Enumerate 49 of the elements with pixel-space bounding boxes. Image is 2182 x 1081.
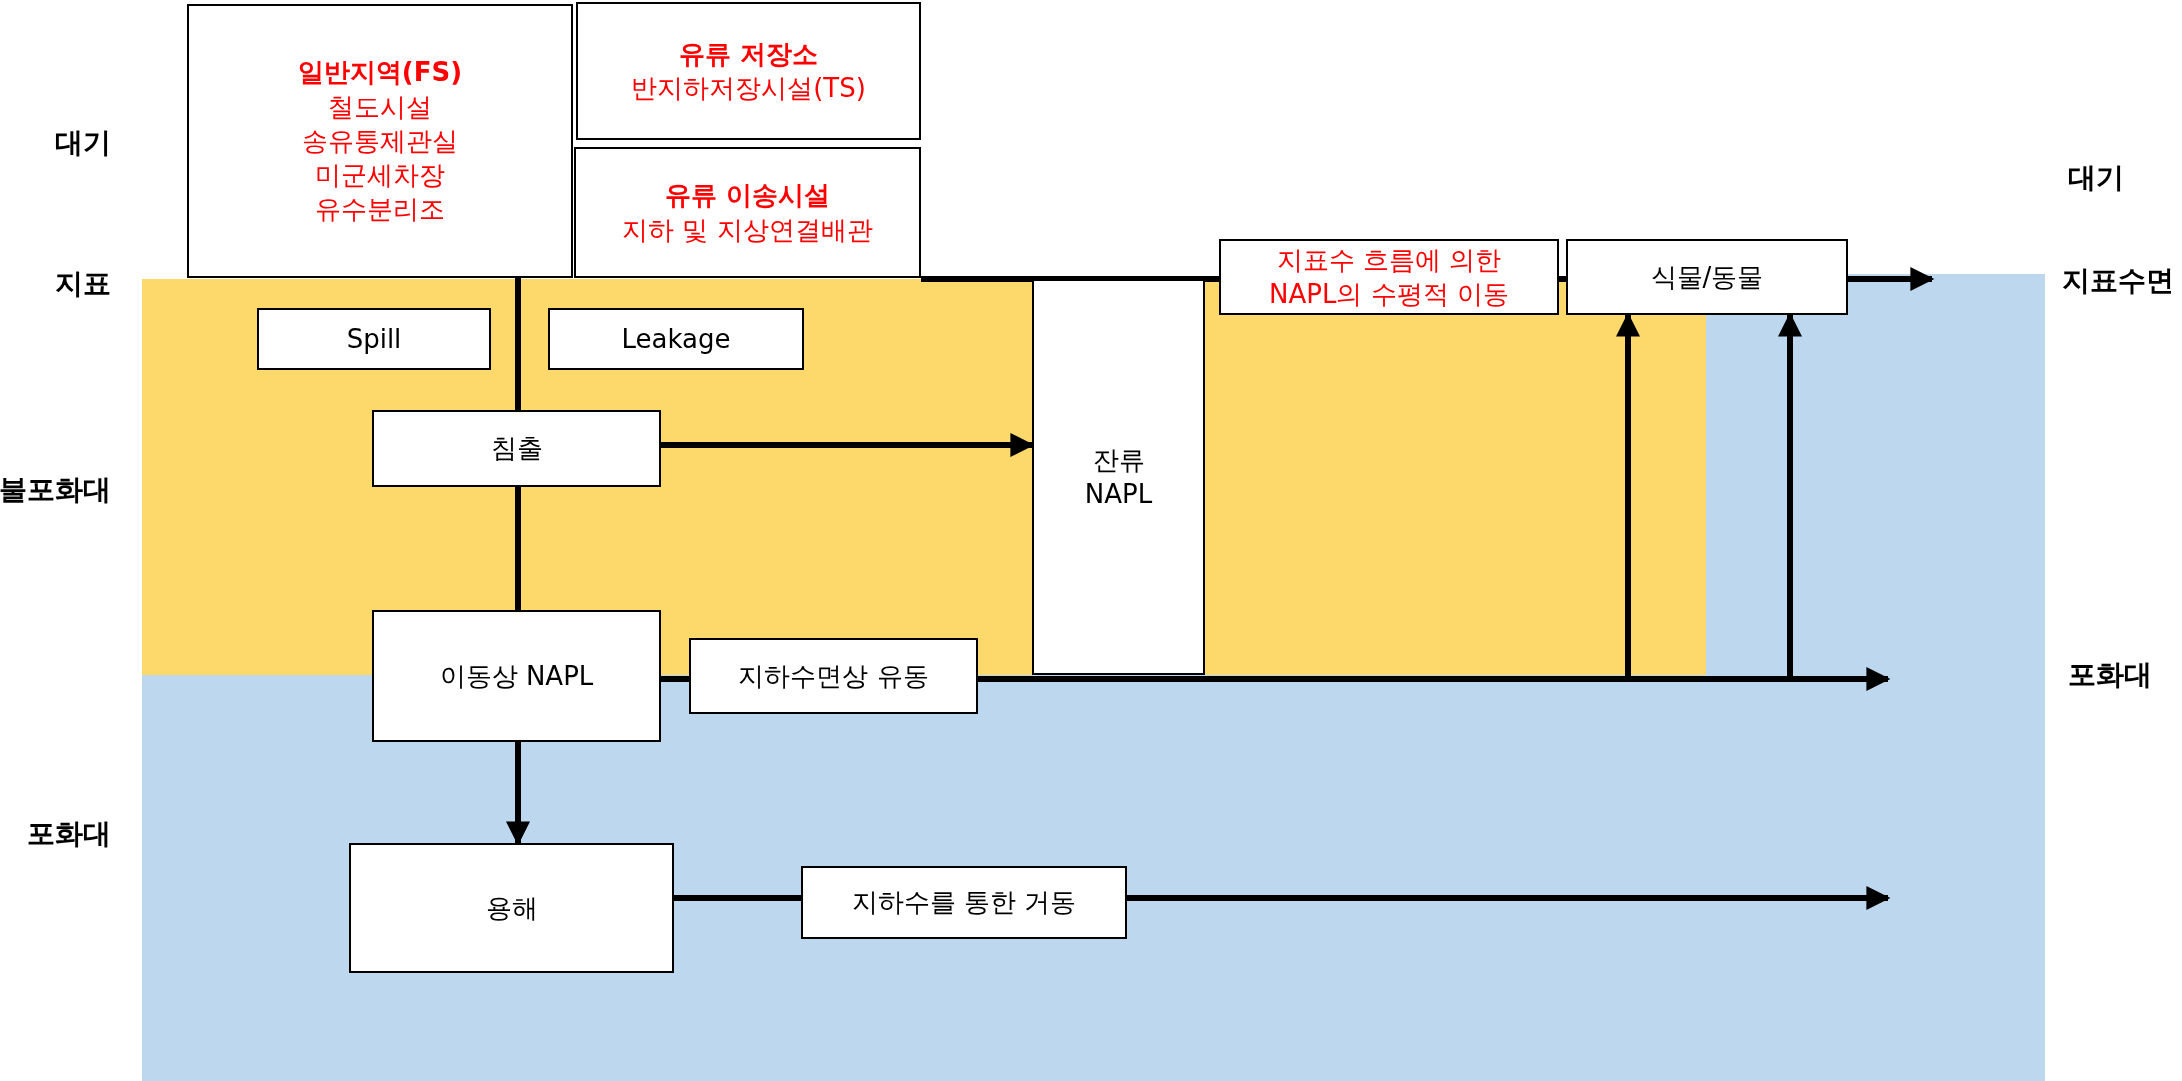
facility-text: 미군세차장 bbox=[315, 159, 445, 193]
layer-label: 대기 bbox=[55, 125, 111, 161]
process-label: Leakage bbox=[621, 322, 731, 356]
process-box bbox=[1032, 279, 1205, 675]
process-box bbox=[548, 308, 804, 370]
facility-text: 반지하저장시설(TS) bbox=[631, 72, 866, 105]
arrow bbox=[1848, 267, 1935, 291]
layer-label: 포화대 bbox=[2068, 657, 2152, 693]
facility-box bbox=[574, 147, 921, 278]
connector-line bbox=[921, 276, 1219, 282]
facility-heading: 유류 이송시설 bbox=[664, 179, 831, 213]
layer-label: 대기 bbox=[2068, 160, 2124, 196]
process-label: 지하수를 통한 거동 bbox=[851, 886, 1077, 920]
facility-box bbox=[187, 4, 573, 278]
connector-line bbox=[515, 278, 521, 410]
process-box bbox=[1566, 239, 1848, 315]
process-label: 지하수면상 유동 bbox=[738, 659, 929, 693]
facility-heading: 일반지역(FS) bbox=[297, 56, 463, 90]
connector-line bbox=[661, 676, 689, 682]
connector-line bbox=[1559, 276, 1566, 282]
connector-line bbox=[674, 895, 801, 901]
process-label: 잔류 NAPL bbox=[1083, 443, 1154, 511]
process-box bbox=[372, 410, 661, 487]
process-box bbox=[349, 843, 674, 973]
layer-label: 불포화대 bbox=[0, 472, 111, 508]
process-box bbox=[801, 866, 1127, 939]
layer-label: 포화대 bbox=[27, 816, 111, 852]
process-label: 침출 bbox=[490, 432, 543, 466]
process-box bbox=[372, 610, 661, 742]
facility-heading: 유류 저장소 bbox=[678, 37, 819, 71]
facility-text: 송유통제관실 bbox=[302, 124, 458, 158]
process-box bbox=[1219, 239, 1559, 315]
arrow bbox=[1127, 886, 1891, 910]
process-label: 이동상 NAPL bbox=[439, 659, 594, 693]
facility-text: 철도시설 bbox=[328, 90, 432, 124]
process-label: 지표수 흐름에 의한 NAPL의 수평적 이동 bbox=[1268, 243, 1510, 311]
layer-label: 지표수면 bbox=[2062, 263, 2174, 299]
arrow bbox=[661, 433, 1035, 457]
process-box bbox=[257, 308, 491, 370]
arrow bbox=[506, 742, 530, 846]
process-label: Spill bbox=[346, 322, 402, 356]
process-label: 용해 bbox=[485, 891, 538, 925]
layer-label: 지표 bbox=[55, 266, 111, 302]
facility-box bbox=[576, 2, 921, 140]
process-label: 식물/동물 bbox=[1650, 260, 1764, 294]
process-box bbox=[689, 638, 978, 714]
connector-line bbox=[515, 487, 521, 610]
facility-text: 지하 및 지상연결배관 bbox=[622, 213, 873, 247]
facility-text: 유수분리조 bbox=[315, 193, 445, 227]
